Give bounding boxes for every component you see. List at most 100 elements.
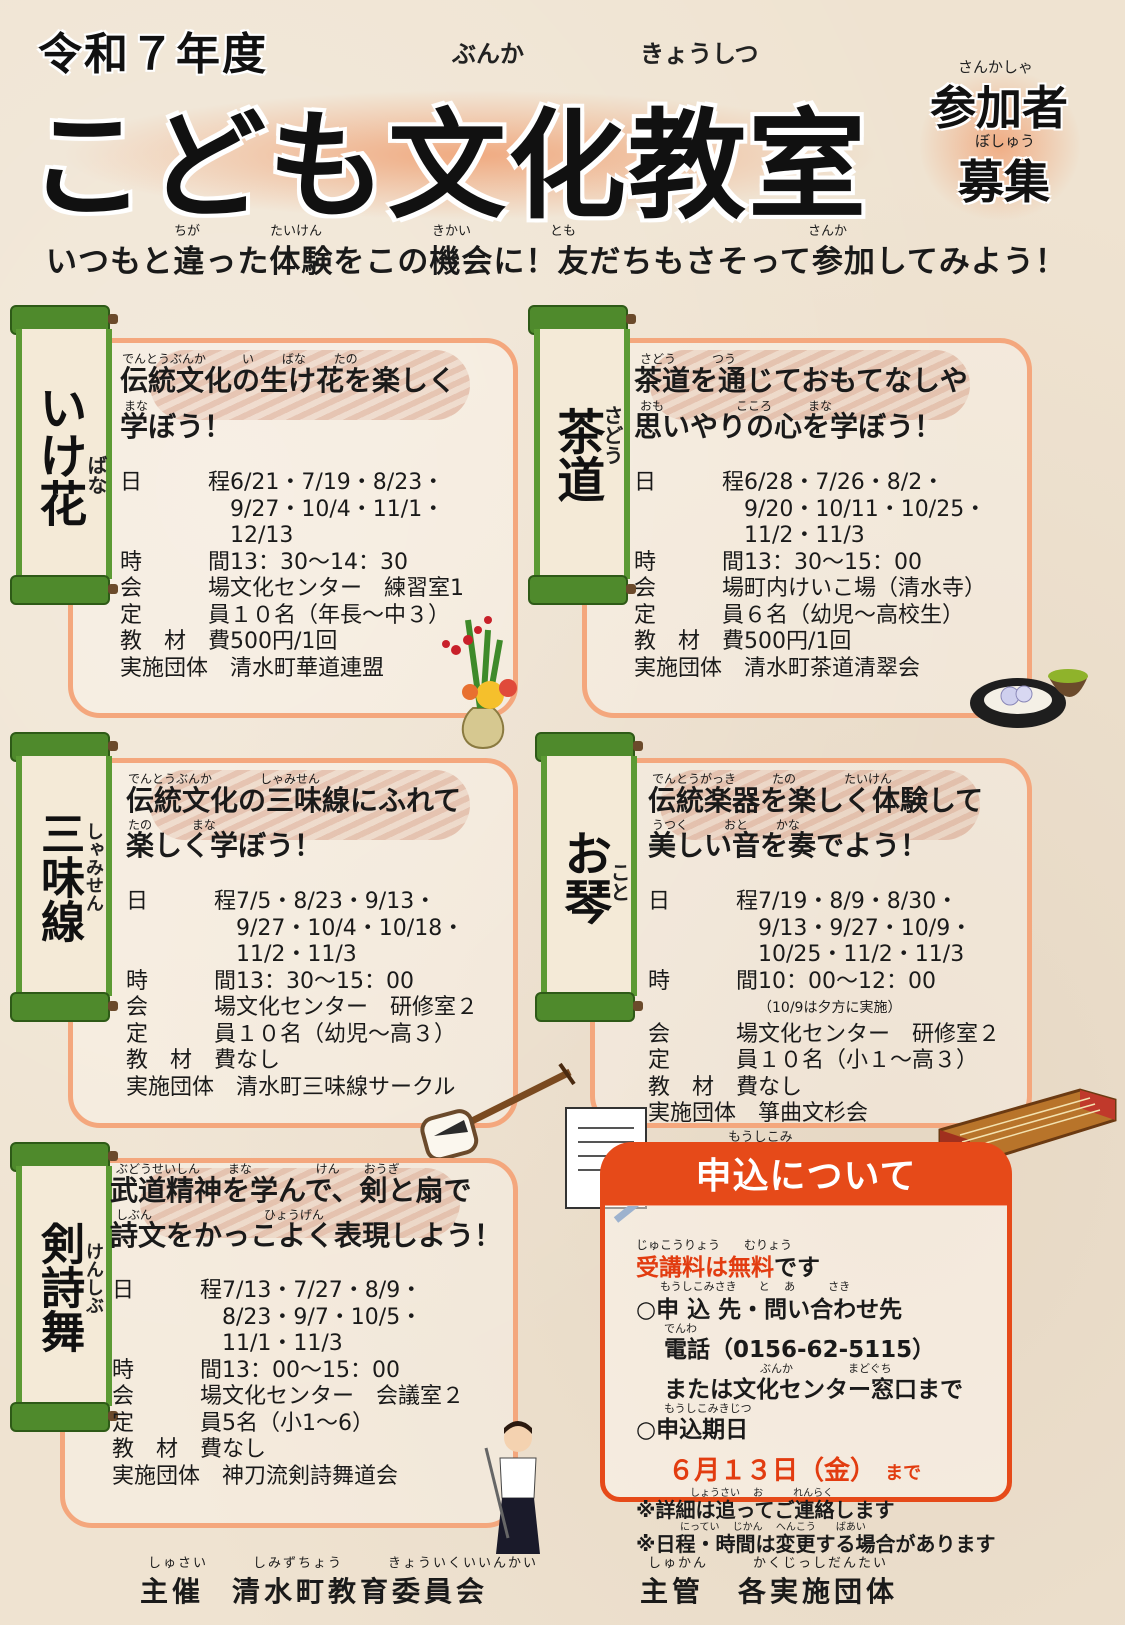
scroll-label-ruby: けんしぶ bbox=[83, 1242, 104, 1314]
window-text: または文化センター窓口まで bbox=[664, 1377, 963, 1403]
label-char: 材 bbox=[691, 1074, 714, 1100]
year-label: 令和７年度 bbox=[38, 29, 268, 80]
class-heading-line2: 思いやりの心を学ぼう！ bbox=[634, 410, 943, 443]
note1-ruby: しょうさい お れんらく bbox=[690, 1488, 834, 1499]
capacity-value: ６名（幼児～高校生） bbox=[744, 602, 965, 628]
brush-stroke bbox=[650, 350, 970, 420]
heading-ruby: おも こころ まな bbox=[640, 399, 833, 413]
capacity-value: 5名（小1～6） bbox=[222, 1410, 374, 1436]
label-char: 費 bbox=[721, 629, 744, 654]
label-char: 定 bbox=[112, 1410, 135, 1436]
class-heading-line2: 美しい音を奏でよう！ bbox=[648, 829, 929, 862]
scroll-label-ruby: ばな bbox=[84, 455, 108, 495]
label-char: 間 bbox=[721, 549, 744, 575]
org-value: 清水町華道連盟 bbox=[230, 655, 385, 681]
heading-ruby: でんとうぶんか しゃみせん bbox=[128, 772, 321, 786]
title-ruby-kyoushitsu: きょうしつ bbox=[640, 40, 759, 68]
label-char: 員 bbox=[207, 602, 230, 628]
schedule-value: 6/28・7/26・8/2・ 9/20・10/11・10/25・ 11/2・11… bbox=[744, 470, 987, 548]
class-heading-line2: 学ぼう！ bbox=[120, 410, 233, 443]
class-heading-line1: 茶道を通じておもてなしや bbox=[634, 364, 968, 397]
label-char: 日 bbox=[126, 889, 149, 914]
fee-value: 500円/1回 bbox=[744, 629, 852, 654]
label-char: 時 bbox=[648, 968, 671, 994]
label-char: 定 bbox=[126, 1021, 149, 1047]
label-char: 教 bbox=[634, 629, 657, 654]
time-value: 13：30～14：30 bbox=[230, 549, 408, 575]
manage-label: 主管 bbox=[640, 1575, 705, 1608]
capacity-value: １０名（年長～中３） bbox=[230, 602, 451, 628]
deadline-heading: ○申込期日 bbox=[636, 1417, 749, 1443]
class-card-shamisen bbox=[68, 758, 518, 1128]
venue-value: 文化センター 練習室1 bbox=[230, 576, 464, 601]
brush-stroke bbox=[150, 770, 470, 840]
class-heading-line1: 伝統文化の三味線にふれて bbox=[126, 784, 462, 817]
org-label: 実施団体 bbox=[112, 1463, 201, 1489]
fee-free-line: 受講料は無料です bbox=[636, 1248, 820, 1282]
schedule-value: 7/5・8/23・9/13・ 9/27・10/4・10/18・ 11/2・11/… bbox=[236, 889, 465, 967]
fee-value: なし bbox=[222, 1437, 267, 1462]
shamisen-illustration bbox=[420, 1062, 576, 1162]
label-char: 会 bbox=[648, 1021, 671, 1047]
tagline-ruby-5: さんか bbox=[808, 224, 848, 239]
deadline-line: ６月１３日（金） まで bbox=[668, 1450, 921, 1487]
label-char: 定 bbox=[634, 602, 657, 628]
label-char: 費 bbox=[213, 1048, 236, 1073]
recruit-line-2: 募集 bbox=[958, 155, 1050, 209]
brush-stroke bbox=[150, 350, 470, 420]
scroll-rod-bottom bbox=[10, 1402, 118, 1432]
venue-value: 文化センター 研修室２ bbox=[758, 1021, 1001, 1047]
label-char: 定 bbox=[648, 1048, 671, 1073]
schedule-value: 6/21・7/19・8/23・ 9/27・10/4・11/1・ 12/13 bbox=[230, 470, 445, 548]
host-label: 主催 bbox=[140, 1575, 205, 1608]
label-char: 日 bbox=[112, 1278, 135, 1303]
label-char: 程 bbox=[721, 470, 744, 495]
scroll-rod-bottom bbox=[535, 992, 643, 1022]
org-value: 神刀流剣詩舞道会 bbox=[222, 1463, 399, 1489]
label-char: 場 bbox=[721, 576, 744, 601]
phone-number: 電話（0156-62-5115） bbox=[664, 1337, 936, 1363]
venue-value: 文化センター 会議室２ bbox=[222, 1384, 465, 1409]
heading-ruby: でんとうぶんか い ばな たの bbox=[122, 352, 358, 366]
label-char: 会 bbox=[126, 995, 149, 1020]
venue-value: 文化センター 研修室２ bbox=[236, 995, 479, 1020]
label-char: 日 bbox=[120, 470, 143, 495]
label-char: 日 bbox=[648, 889, 671, 914]
label-char: 費 bbox=[207, 629, 230, 654]
scroll-paper bbox=[541, 756, 637, 996]
time-value: 13：30～15：00 bbox=[236, 968, 414, 994]
label-char: 程 bbox=[207, 470, 230, 495]
brush-stroke bbox=[660, 770, 980, 840]
capacity-value: １０名（幼児～高３） bbox=[236, 1021, 457, 1047]
tea-set-illustration bbox=[970, 669, 1088, 728]
label-char: 程 bbox=[199, 1278, 222, 1303]
time-value: 10：00～12：00 bbox=[758, 968, 936, 994]
scroll-kenshibu: 剣詩舞 けんしぶ bbox=[10, 1142, 118, 1432]
scroll-label-ruby: さどう bbox=[600, 405, 624, 465]
venue-value: 町内けいこ場（清水寺） bbox=[744, 576, 987, 601]
title-ruby-bunka: ぶんか bbox=[452, 40, 524, 68]
contact-heading: ○申 込 先・問い合わせ先 bbox=[636, 1297, 903, 1323]
label-char: 会 bbox=[112, 1384, 135, 1409]
scroll-label: 剣詩舞 bbox=[33, 1221, 85, 1353]
class-card-kenshibu bbox=[60, 1158, 518, 1528]
scroll-label: 三味線 bbox=[33, 811, 85, 943]
fee-free-suffix: です bbox=[774, 1255, 820, 1281]
label-char: 時 bbox=[126, 968, 149, 994]
heading-ruby: さどう つう bbox=[640, 352, 737, 366]
deadline-until: まで bbox=[885, 1463, 922, 1484]
org-label: 実施団体 bbox=[120, 655, 209, 681]
note-details: ※詳細は追ってご連絡します bbox=[636, 1498, 895, 1522]
scroll-label-ruby: しゃみせん bbox=[83, 822, 104, 912]
apply-title: 申込について bbox=[600, 1142, 1012, 1206]
page-title: こども文化教室 bbox=[28, 97, 869, 235]
label-char: 場 bbox=[213, 995, 236, 1020]
title-glow bbox=[60, 90, 880, 220]
scroll-koto: お琴 こと bbox=[535, 732, 643, 1022]
class-heading-line2: 楽しく学ぼう！ bbox=[126, 829, 323, 862]
deadline-ruby: もうしこみきじつ bbox=[664, 1402, 752, 1415]
label-char: 教 bbox=[120, 629, 143, 654]
label-char: 日 bbox=[634, 470, 657, 495]
class-heading-line2: 詩文をかっこよく表現しよう！ bbox=[110, 1219, 503, 1252]
